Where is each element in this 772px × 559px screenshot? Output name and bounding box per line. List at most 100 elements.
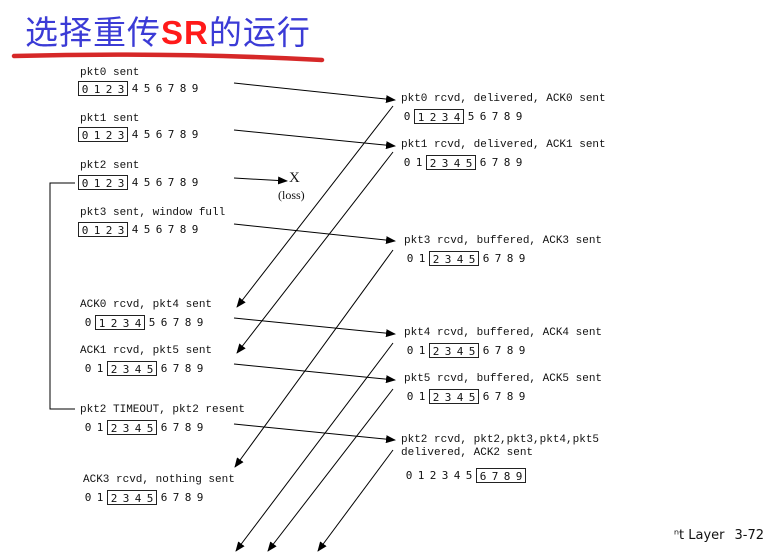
receiver-label-pkt2: pkt2 rcvd, pkt2,pkt3,pkt4,pkt5 delivered…	[401, 434, 600, 459]
seq-number: 2	[432, 391, 440, 404]
seq-number: 7	[494, 344, 502, 357]
seq-number: 1	[93, 129, 101, 142]
seq-number: 4	[453, 469, 461, 482]
seq-number: 3	[441, 111, 449, 124]
seq-number: 4	[456, 253, 464, 266]
seq-number: 3	[122, 422, 130, 435]
seq-number: 4	[131, 223, 139, 236]
seq-number: 1	[415, 156, 423, 169]
seq-number: 5	[146, 492, 154, 505]
seq-number: 6	[155, 176, 163, 189]
seq-number: 5	[146, 363, 154, 376]
seq-number: 5	[467, 110, 475, 123]
arrow-pkt2-lost	[233, 176, 288, 185]
seq-number: 1	[93, 177, 101, 190]
seq-number: 7	[167, 223, 175, 236]
seq-number: 4	[456, 391, 464, 404]
sender-label-ack0: ACK0 rcvd, pkt4 sent	[80, 299, 213, 311]
arrow-ack3	[234, 249, 394, 468]
sender-label-ack1: ACK1 rcvd, pkt5 sent	[80, 345, 213, 357]
seq-number: 8	[184, 362, 192, 375]
seq-number: 3	[122, 363, 130, 376]
seq-number: 0	[405, 469, 413, 482]
seq-number: 3	[117, 224, 125, 237]
seq-number: 3	[444, 345, 452, 358]
seq-number: 3	[122, 317, 130, 330]
seq-number: 7	[494, 252, 502, 265]
seq-number: 8	[503, 156, 511, 169]
seq-number: 3	[444, 391, 452, 404]
seq-number: 5	[143, 128, 151, 141]
seq-number: 0	[84, 362, 92, 375]
seq-number: 7	[494, 390, 502, 403]
seq-number: 3	[444, 253, 452, 266]
seq-number: 7	[167, 176, 175, 189]
seq-number: 6	[155, 82, 163, 95]
seq-number: 5	[143, 82, 151, 95]
loss-x-marker: X	[289, 170, 300, 186]
seq-number: 4	[131, 82, 139, 95]
seq-number: 5	[468, 253, 476, 266]
seq-number: 1	[93, 224, 101, 237]
seq-number: 1	[96, 421, 104, 434]
seq-number: 9	[191, 82, 199, 95]
seq-number: 2	[105, 224, 113, 237]
seq-number: 0	[81, 224, 89, 237]
seq-number: 8	[506, 252, 514, 265]
seq-number: 0	[84, 421, 92, 434]
seq-number: 1	[418, 252, 426, 265]
seq-number: 0	[84, 316, 92, 329]
seq-number: 7	[491, 470, 499, 483]
seq-number: 3	[441, 469, 449, 482]
seq-number: 7	[167, 128, 175, 141]
sender-label-pkt2: pkt2 sent	[80, 160, 140, 172]
seq-number: 5	[468, 345, 476, 358]
seq-number: 8	[184, 491, 192, 504]
arrow-pkt5	[233, 363, 396, 384]
seq-number: 6	[482, 344, 490, 357]
seq-number: 4	[134, 422, 142, 435]
arrow-pkt3	[233, 223, 396, 245]
receiver-label-pkt0: pkt0 rcvd, delivered, ACK0 sent	[401, 93, 606, 105]
footer-page-number: 3-72	[734, 528, 764, 543]
seq-number: 3	[117, 129, 125, 142]
seq-number: 3	[117, 83, 125, 96]
seq-number: 0	[81, 83, 89, 96]
seq-number: 4	[131, 176, 139, 189]
seq-number: 1	[96, 362, 104, 375]
seq-number: 0	[81, 177, 89, 190]
seq-number: 6	[479, 110, 487, 123]
arrow-ack2	[317, 449, 394, 552]
seq-number: 5	[468, 391, 476, 404]
seq-number: 4	[134, 492, 142, 505]
seq-number: 6	[160, 491, 168, 504]
seq-number: 0	[406, 390, 414, 403]
seq-number: 6	[482, 252, 490, 265]
seq-number: 7	[167, 82, 175, 95]
seq-number: 7	[491, 156, 499, 169]
seq-number: 2	[432, 345, 440, 358]
seq-number: 4	[453, 157, 461, 170]
seq-number: 0	[406, 344, 414, 357]
seq-number: 8	[503, 110, 511, 123]
seq-number: 8	[179, 223, 187, 236]
receiver-label-pkt4: pkt4 rcvd, buffered, ACK4 sent	[404, 327, 603, 339]
seq-number: 7	[172, 491, 180, 504]
receiver-label-pkt5: pkt5 rcvd, buffered, ACK5 sent	[404, 373, 603, 385]
seq-number: 8	[506, 344, 514, 357]
seq-number: 9	[191, 176, 199, 189]
seq-number: 8	[184, 316, 192, 329]
